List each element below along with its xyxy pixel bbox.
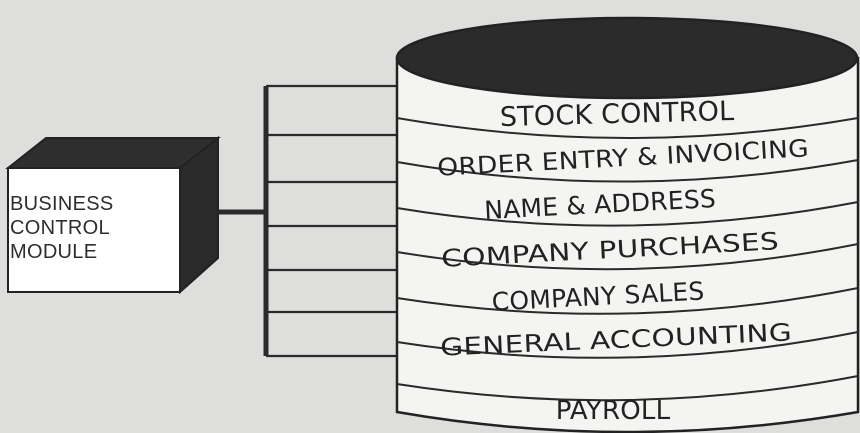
module-box-front xyxy=(7,167,181,293)
segment-dividers xyxy=(396,117,859,402)
segment-divider xyxy=(396,375,859,402)
segment-label-stock-control: STOCK CONTROL xyxy=(500,96,735,133)
segment-divider xyxy=(396,331,859,359)
module-label-line-1: BUSINESS xyxy=(10,193,114,215)
database-cylinder: STOCK CONTROL ORDER ENTRY & INVOICING NA… xyxy=(395,16,860,433)
business-control-module xyxy=(5,135,221,295)
segment-divider xyxy=(396,201,859,227)
segment-divider xyxy=(396,117,859,139)
module-label: BUSINESS CONTROL MODULE xyxy=(10,192,170,264)
segment-label-payroll: PAYROLL xyxy=(556,396,671,426)
branch-lines xyxy=(266,84,404,358)
module-label-line-2: CONTROL xyxy=(10,217,110,239)
segment-divider xyxy=(396,243,859,271)
cylinder-body xyxy=(395,56,860,433)
cylinder-top xyxy=(395,16,859,100)
segment-divider xyxy=(396,287,859,315)
segment-divider xyxy=(396,159,859,183)
module-label-line-3: MODULE xyxy=(10,241,98,263)
